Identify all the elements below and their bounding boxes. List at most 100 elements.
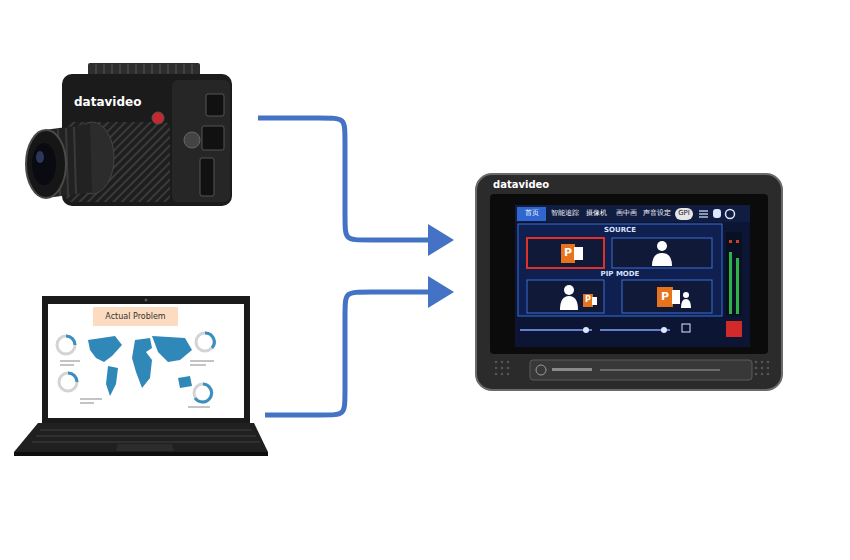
switcher-picture [561,244,575,263]
switcher-picture [600,329,670,331]
switcher-picture [527,280,604,313]
menu-tab: 智能追踪 [548,209,582,217]
switcher-picture [699,213,708,214]
switcher-picture [767,367,770,370]
switcher-picture [755,367,758,370]
laptop-picture [116,444,174,451]
laptop-picture [48,304,244,418]
camera-node: datavideo [22,58,258,210]
laptop-picture [132,338,152,388]
switcher-picture [661,327,667,333]
switcher-picture [729,240,732,243]
camera-picture [32,143,56,185]
switcher-picture [736,240,739,243]
laptop-picture [36,435,256,437]
node-text: datavideo [493,179,549,191]
switcher-picture [495,367,498,370]
switcher-picture [520,329,670,331]
switcher-picture [761,361,764,364]
laptop-picture [14,423,268,452]
switcher-picture [476,174,782,390]
laptop-picture [145,299,148,302]
camera-picture [26,130,66,198]
panel-heading: SOURCE [580,226,660,234]
switcher-picture [755,373,758,376]
laptop-picture [60,360,80,362]
switcher-picture [592,297,597,305]
flow-arrow [265,292,434,415]
laptop-picture [14,296,268,456]
laptop-picture [80,402,94,404]
laptop-picture [60,364,74,366]
laptop-picture [88,336,122,362]
node-text: datavideo [74,95,141,109]
laptop-picture [205,333,214,348]
laptop-node: Actual Problem [15,295,265,457]
laptop-picture [32,430,260,442]
switcher-picture [520,329,592,331]
switcher-picture [699,211,708,217]
switcher-picture [767,361,770,364]
menu-tab: 首页 [517,209,546,217]
switcher-picture [726,321,742,337]
node-text: Actual Problem [93,307,178,326]
switcher-picture [652,253,672,266]
laptop-picture [80,398,102,400]
switcher-picture [675,208,693,220]
switcher-picture [583,327,589,333]
camera-picture [184,132,200,148]
switcher-picture [600,369,720,371]
switcher-picture [736,258,739,314]
camera-picture [152,112,164,124]
laptop-picture [106,366,118,396]
laptop-picture [14,452,268,456]
switcher-picture [515,205,750,347]
laptop-picture [60,360,214,408]
switcher-picture [622,280,712,313]
switcher-picture [767,373,770,376]
slide-icon-letter: P [561,246,575,259]
switcher-picture [755,361,758,364]
laptop-picture [178,376,192,388]
laptop-picture [57,336,75,354]
slide-icon-letter: P [583,295,593,305]
laptop-picture [93,307,178,326]
switcher-picture [536,365,546,375]
laptop-picture [190,360,214,362]
switcher-node: datavideo [476,174,782,390]
laptop-picture [88,336,192,396]
switcher-picture [681,299,691,308]
switcher-picture [657,287,673,307]
switcher-picture [574,247,583,260]
switcher-picture [583,294,593,307]
panel-heading: PIP MODE [580,270,660,278]
switcher-picture [683,292,689,298]
switcher-picture [530,360,752,380]
switcher-picture [517,207,546,221]
switcher-picture [729,252,732,314]
switcher-picture [476,174,782,390]
camera-picture [172,80,230,202]
switcher-picture [495,361,498,364]
slide-icon-letter: P [657,290,673,303]
switcher-picture [682,324,690,332]
switcher-picture [672,290,680,304]
camera-picture [26,63,232,206]
camera-picture [202,126,224,150]
switcher-picture [507,361,510,364]
menu-tab: 画中画 [612,209,641,217]
switcher-picture [612,238,712,268]
switcher-picture [713,209,721,218]
flow-arrow [258,118,434,240]
switcher-picture [726,232,742,316]
switcher-picture [507,367,510,370]
switcher-picture [552,368,592,371]
switcher-picture [527,238,604,268]
switcher-picture [515,205,750,222]
laptop-picture [57,333,214,402]
laptop-picture [195,384,211,402]
switcher-picture [501,367,504,370]
switcher-picture [501,361,504,364]
switcher-picture [726,210,735,219]
